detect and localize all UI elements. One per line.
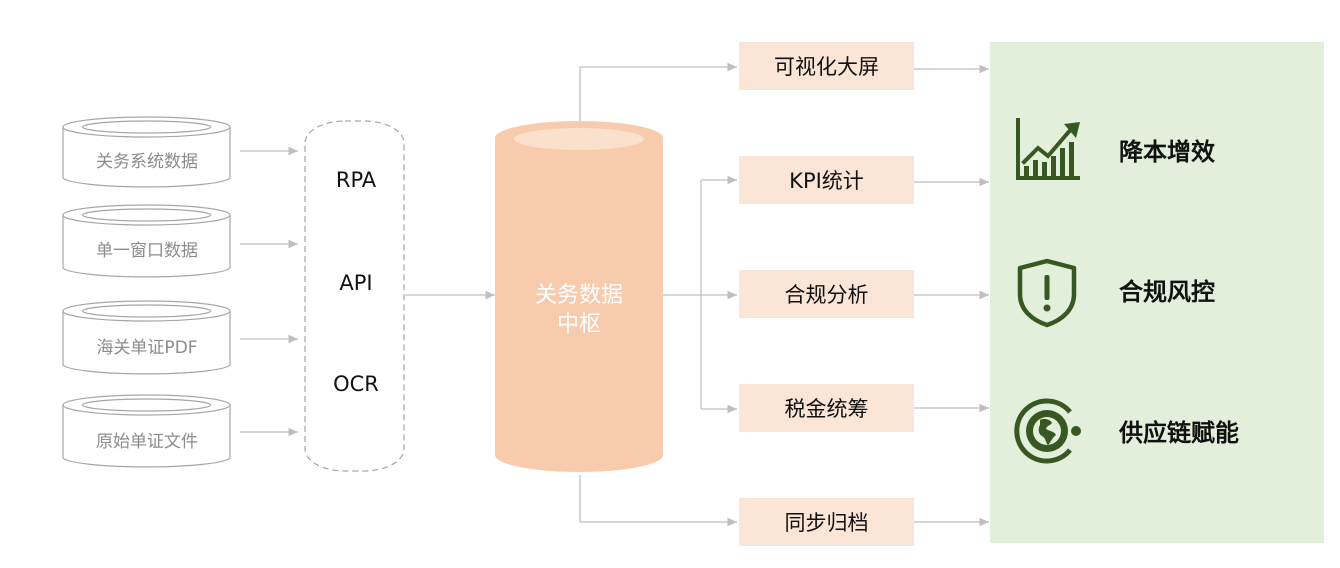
source-label-4: 原始单证文件 [96,432,198,452]
source-db-4 [62,394,231,468]
globe-target-icon [1014,398,1081,464]
source-db-2 [62,204,231,278]
method-api: API [339,271,373,295]
hub-label-line2: 中枢 [556,312,601,337]
output-compliance: 合规分析 [784,283,869,307]
connector-archive [579,475,737,527]
output-box-4 [739,384,914,432]
source-label-1: 关务系统数据 [96,152,198,172]
output-kpi: KPI统计 [789,169,864,193]
output-archive: 同步归档 [784,511,869,535]
benefit-compliance-risk: 合规风控 [1119,278,1215,306]
output-dashboard: 可视化大屏 [774,55,879,79]
source-db-1 [62,116,231,188]
method-ocr: OCR [333,372,379,396]
source-db-3 [62,300,231,375]
output-tax: 税金统筹 [784,397,869,421]
benefit-cost-efficiency: 降本增效 [1119,138,1215,166]
output-box-3 [739,270,914,318]
hub-label-line1: 关务数据 [534,283,623,308]
output-box-5 [739,498,914,546]
hub-cylinder [495,121,663,472]
connector-dashboard [579,62,737,121]
shield-alert-icon [1017,258,1077,328]
benefit-supply-chain: 供应链赋能 [1119,419,1239,447]
method-rpa: RPA [335,168,377,192]
output-box-2 [739,156,914,204]
growth-chart-icon [1016,118,1080,180]
output-box-1 [739,42,914,90]
source-label-2: 单一窗口数据 [96,241,198,261]
methods-container [304,120,405,472]
source-label-3: 海关单证PDF [96,338,198,358]
